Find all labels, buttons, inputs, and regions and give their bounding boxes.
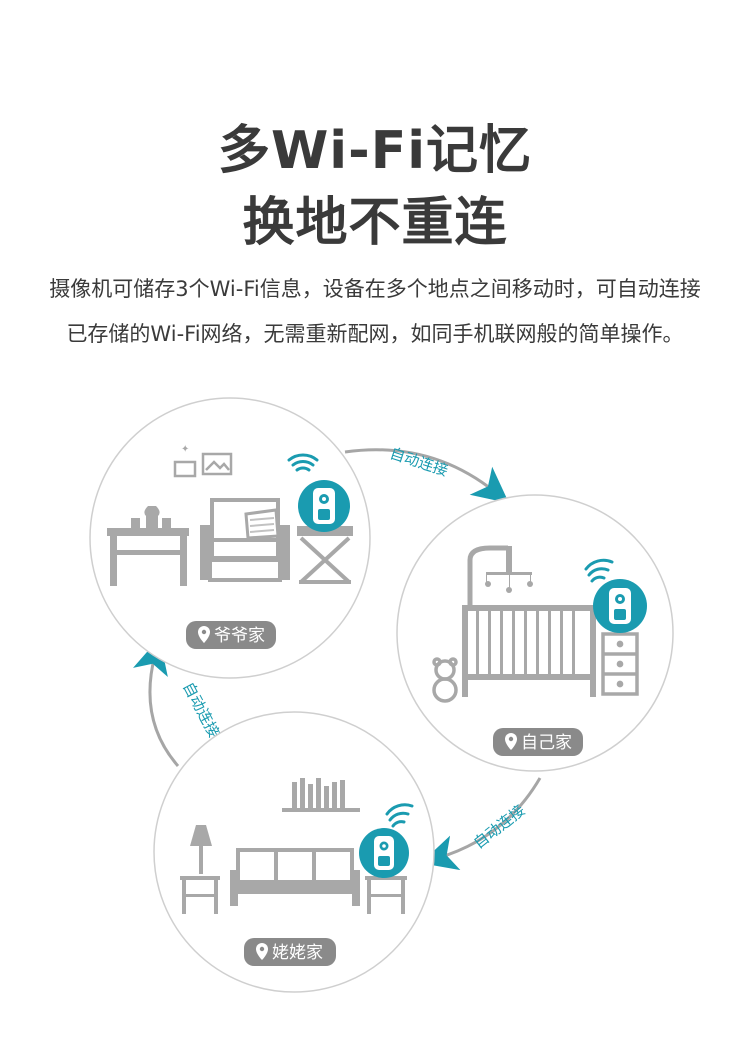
arrow-label-2: 自动连接	[470, 801, 528, 852]
drawer-cabinet	[601, 632, 639, 696]
arrow-grandpa-to-home	[344, 448, 510, 504]
wifi-signal-icon	[287, 453, 319, 472]
location-pin-icon	[505, 733, 517, 750]
side-table	[107, 506, 189, 586]
location-name: 姥姥家	[272, 943, 323, 963]
location-pin-icon	[256, 943, 268, 960]
location-pin-icon	[198, 626, 210, 643]
arrow-label-3: 自动连接	[179, 679, 223, 740]
wifi-signal-icon	[385, 803, 414, 828]
wifi-signal-icon	[584, 558, 614, 583]
location-home: 自己家	[396, 494, 674, 772]
arrow-grandma-to-grandpa	[133, 637, 180, 767]
side-table	[365, 876, 407, 914]
location-label-grandma: 姥姥家	[244, 938, 336, 966]
camera-icon	[359, 828, 409, 878]
location-name: 爷爷家	[214, 626, 265, 646]
teddy-bear	[432, 657, 458, 703]
location-label-grandpa: 爷爷家	[186, 621, 276, 649]
title-line-2: 换地不重连	[242, 193, 508, 253]
armchair	[200, 498, 290, 582]
location-label-home: 自己家	[493, 728, 583, 756]
camera-icon	[298, 480, 350, 532]
description-line-2: 已存储的Wi-Fi网络，无需重新配网，如同手机联网般的简单操作。	[66, 322, 684, 346]
arrow-label-1: 自动连接	[388, 444, 451, 480]
crib	[462, 545, 596, 697]
wifi-roaming-illustration: 自动连接 自动连接 自动连接 ✦	[89, 397, 674, 993]
location-grandma: 姥姥家	[153, 711, 435, 993]
location-name: 自己家	[521, 733, 572, 753]
location-grandpa: ✦	[89, 397, 371, 679]
wall-picture-frames	[173, 452, 233, 478]
floor-lamp	[180, 825, 220, 914]
title-line-1: 多Wi-Fi记忆	[217, 121, 533, 181]
bookshelf	[282, 778, 360, 812]
sofa	[230, 848, 360, 906]
arrow-home-to-grandma	[420, 777, 542, 871]
description-line-1: 摄像机可储存3个Wi-Fi信息，设备在多个地点之间移动时，可自动连接	[49, 277, 701, 301]
camera-icon	[593, 579, 647, 633]
svg-text:✦: ✦	[181, 444, 189, 455]
